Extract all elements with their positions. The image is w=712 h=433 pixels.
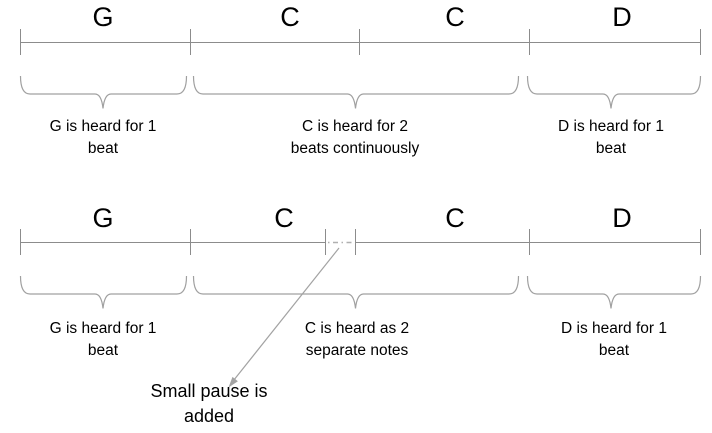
caption-line: G is heard for 1 <box>49 320 157 337</box>
chord-label: D <box>612 203 632 233</box>
underbrace-d-icon <box>526 75 702 109</box>
underbrace-g-icon <box>19 75 188 109</box>
timeline-top <box>19 29 702 55</box>
caption-line: beat <box>87 140 119 157</box>
annotation-arrow <box>233 247 340 381</box>
underbrace-g-icon <box>19 275 188 309</box>
chord-label: D <box>612 2 632 32</box>
annotation-line: added <box>183 406 235 426</box>
underbrace-c-icon <box>192 275 520 309</box>
timeline-bottom <box>19 229 702 255</box>
annotation-line: Small pause is <box>150 381 268 401</box>
arrowhead-icon <box>228 376 238 388</box>
caption-line: G is heard for 1 <box>49 118 157 135</box>
beat-caption: D is heard for 1 beat <box>558 116 664 160</box>
chord-label: C <box>445 203 465 233</box>
pause-annotation: Small pause is added <box>150 379 267 429</box>
caption-line: beats continuously <box>290 140 420 157</box>
beat-caption: C is heard as 2 separate notes <box>305 318 409 362</box>
chord-label: C <box>445 2 465 32</box>
caption-line: C is heard as 2 <box>304 320 410 337</box>
underbraces-bottom <box>19 275 702 309</box>
caption-line: beat <box>87 342 119 359</box>
underbrace-c-icon <box>192 75 520 109</box>
beat-caption: G is heard for 1 beat <box>50 318 157 362</box>
arrow-line <box>233 247 340 381</box>
caption-line: D is heard for 1 <box>561 320 667 337</box>
beat-caption: G is heard for 1 beat <box>50 116 157 160</box>
beat-caption: C is heard for 2 beats continuously <box>291 116 419 160</box>
chord-label: C <box>280 2 300 32</box>
underbraces-top <box>19 75 702 109</box>
underbrace-d-icon <box>526 275 702 309</box>
caption-line: beat <box>595 140 627 157</box>
chord-label: C <box>274 203 294 233</box>
chord-label: G <box>92 203 114 233</box>
caption-line: C is heard for 2 <box>302 118 408 135</box>
caption-line: D is heard for 1 <box>558 118 664 135</box>
beat-caption: D is heard for 1 beat <box>561 318 667 362</box>
chord-label: G <box>92 2 114 32</box>
caption-line: separate notes <box>305 342 409 359</box>
caption-line: beat <box>598 342 630 359</box>
